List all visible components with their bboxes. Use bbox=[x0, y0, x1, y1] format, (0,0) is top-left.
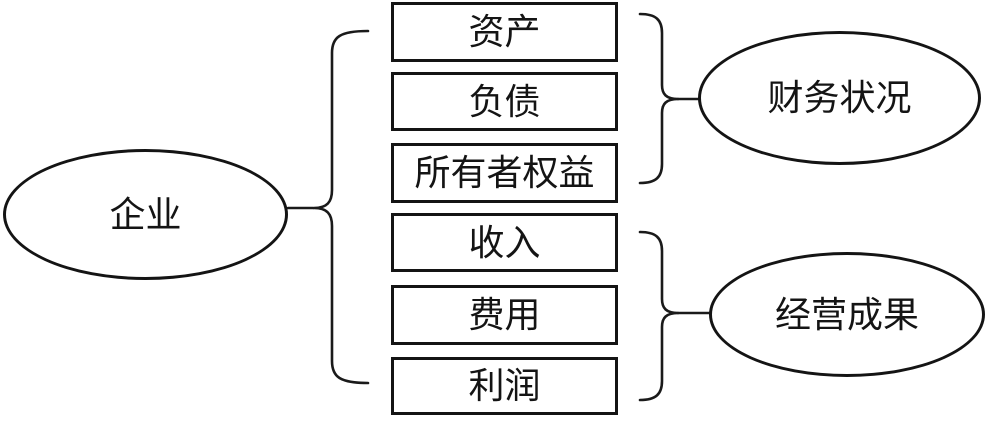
bottom-right-brace bbox=[638, 230, 680, 402]
node-assets-label: 资产 bbox=[468, 12, 541, 52]
node-operating-results: 经营成果 bbox=[709, 252, 985, 377]
node-revenue: 收入 bbox=[391, 213, 618, 272]
node-owners-equity: 所有者权益 bbox=[391, 143, 618, 203]
node-profit-label: 利润 bbox=[468, 366, 541, 406]
top-right-brace bbox=[638, 12, 680, 185]
node-owners-equity-label: 所有者权益 bbox=[414, 153, 595, 193]
node-liabilities-label: 负债 bbox=[468, 81, 541, 122]
node-liabilities: 负债 bbox=[391, 72, 618, 131]
node-expenses: 费用 bbox=[391, 285, 618, 345]
left-brace bbox=[312, 29, 370, 385]
node-operating-results-label: 经营成果 bbox=[774, 294, 919, 335]
node-expenses-label: 费用 bbox=[468, 295, 541, 335]
node-profit: 利润 bbox=[391, 357, 618, 415]
node-enterprise-label: 企业 bbox=[109, 194, 182, 235]
node-assets: 资产 bbox=[391, 2, 618, 62]
node-enterprise: 企业 bbox=[3, 149, 288, 280]
node-financial-position-label: 财务状况 bbox=[767, 78, 912, 118]
node-financial-position: 财务状况 bbox=[698, 31, 981, 165]
node-revenue-label: 收入 bbox=[468, 222, 541, 263]
